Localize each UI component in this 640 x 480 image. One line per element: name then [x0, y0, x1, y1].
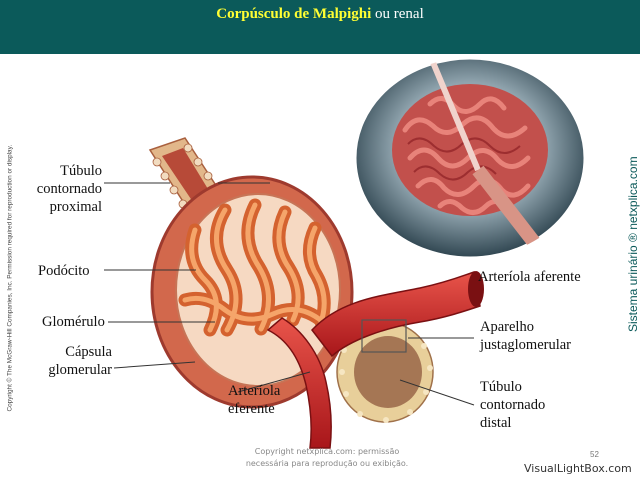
label-arteriola-eferente-line1: Arteríola — [228, 383, 281, 399]
leader-lines — [104, 182, 475, 406]
label-tubulo-distal-line1: Túbulo — [480, 379, 522, 395]
label-capsula-line2: glomerular — [48, 362, 112, 378]
label-tubulo-distal-line3: distal — [480, 415, 512, 431]
sem-micrograph-inset — [353, 56, 587, 260]
label-tubulo-distal-line2: contornado — [480, 397, 546, 413]
efferent-arteriole-drawing — [266, 317, 332, 449]
watermark-text: VisualLightBox.com — [524, 462, 632, 475]
distal-tubule-drawing — [336, 321, 434, 423]
label-glomerulo: Glomérulo — [42, 314, 105, 330]
label-tubulo-proximal: Túbulo contornado proximal — [28, 162, 102, 216]
label-capsula-line1: Cápsula — [65, 344, 112, 360]
label-tubulo-proximal-line2: contornado — [36, 181, 102, 197]
label-aparelho-line2: justaglomerular — [480, 337, 572, 353]
label-tubulo-distal: Túbulo contornado distal — [480, 378, 545, 432]
label-arteriola-aferente: Arteríola aferente — [478, 269, 581, 285]
label-capsula: Cápsula glomerular — [40, 343, 112, 379]
label-tubulo-proximal-line3: proximal — [49, 199, 102, 215]
label-podocito: Podócito — [38, 263, 90, 279]
slide-title-rest: ou renal — [371, 6, 424, 22]
footer-copyright-line1: Copyright netxplica.com: permissão — [254, 447, 400, 456]
slide-title: Corpúsculo de Malpighi ou renal — [0, 6, 640, 23]
label-arteriola-eferente-line2: eferente — [228, 401, 275, 417]
afferent-arteriole-drawing — [311, 271, 484, 358]
page-number: 52 — [590, 450, 599, 459]
netxplica-vertical-text: Sistema urinário ® netxplica.com — [626, 156, 640, 332]
label-tubulo-proximal-line1: Túbulo — [60, 163, 102, 179]
slide-title-bold: Corpúsculo de Malpighi — [216, 6, 372, 22]
footer-copyright: Copyright netxplica.com: permissão neces… — [222, 446, 432, 470]
copyright-vertical-text: Copyright © The McGraw-Hill Companies, I… — [6, 144, 14, 412]
footer-copyright-line2: necessária para reprodução ou exibição. — [245, 459, 409, 468]
label-aparelho-line1: Aparelho — [480, 319, 534, 335]
header-bar — [0, 0, 640, 54]
label-arteriola-eferente: Arteríola eferente — [228, 382, 280, 418]
label-aparelho: Aparelho justaglomerular — [480, 318, 571, 354]
